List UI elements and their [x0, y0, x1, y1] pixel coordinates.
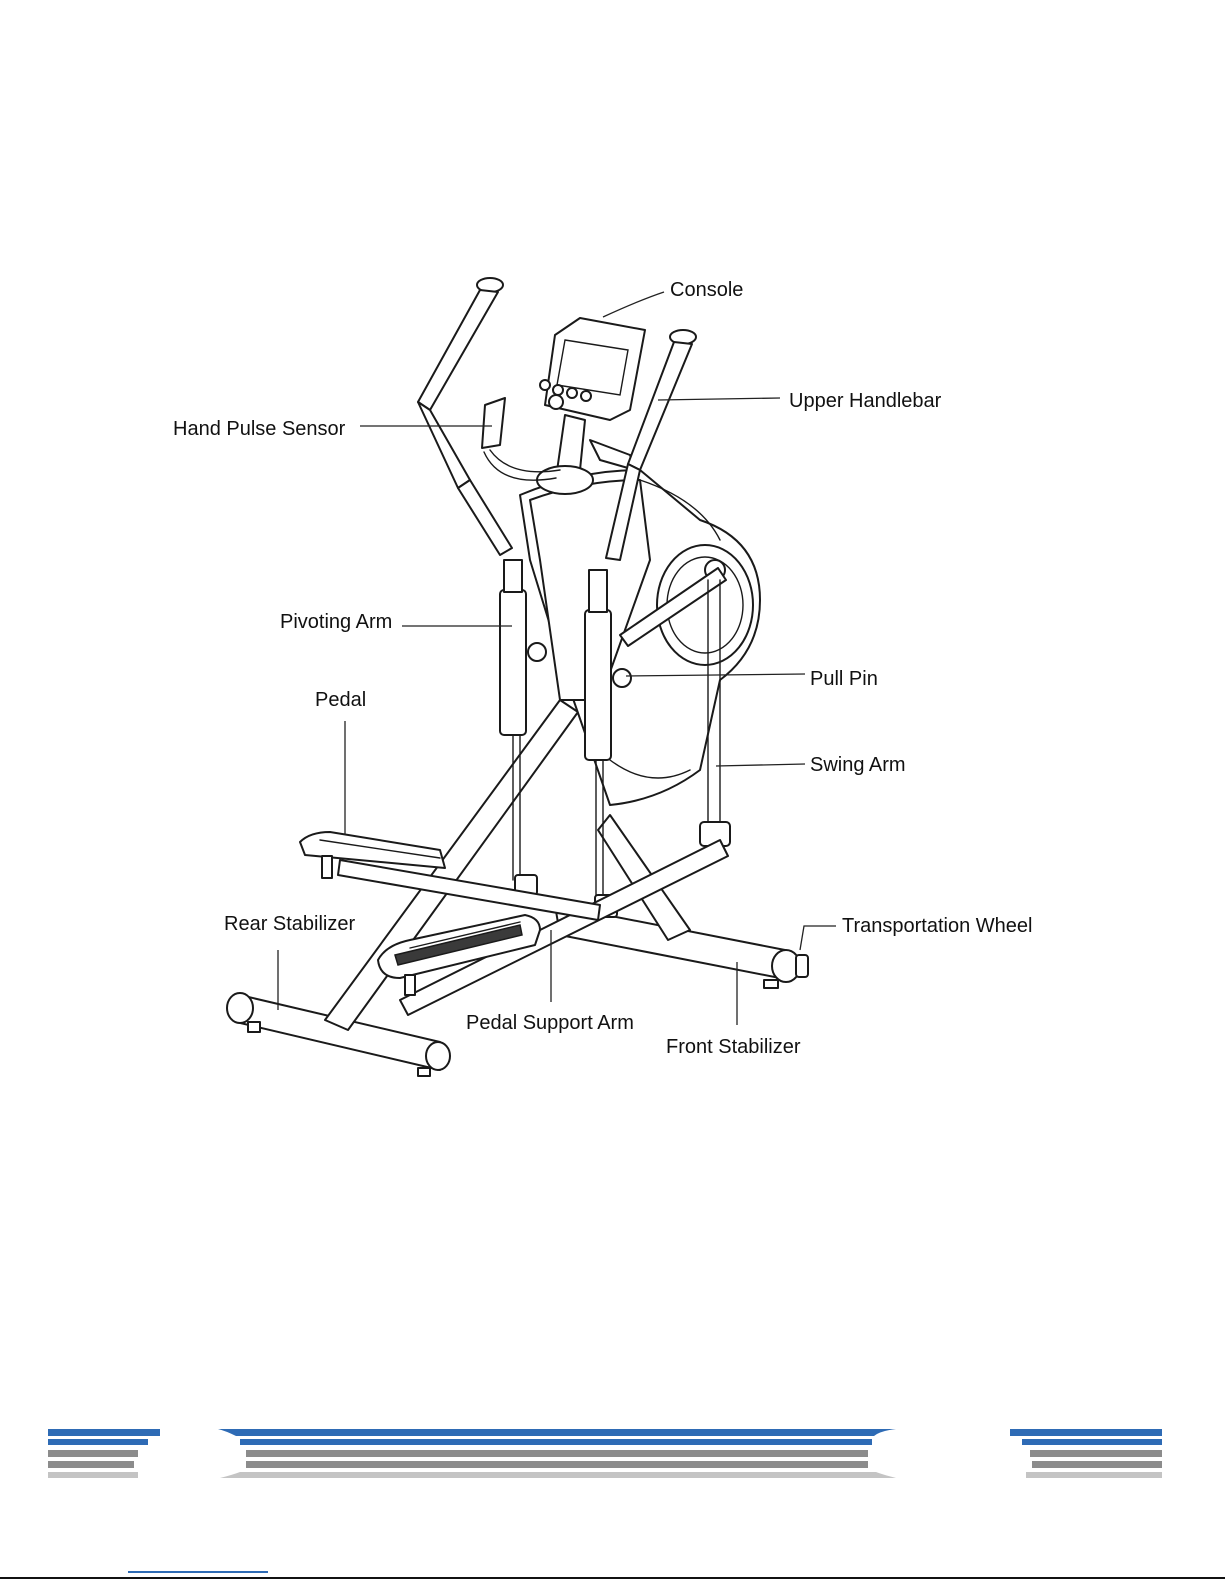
stripe-blue-left: [48, 1429, 160, 1436]
label-pedal-support-arm: Pedal Support Arm: [466, 1012, 634, 1034]
label-rear-stabilizer: Rear Stabilizer: [224, 913, 356, 935]
label-transportation-wheel: Transportation Wheel: [842, 915, 1032, 937]
stripe-gray-right: [1030, 1450, 1162, 1457]
label-console: Console: [670, 279, 743, 301]
stripe-gray-left: [48, 1450, 138, 1457]
upper-handlebar-leader: [658, 398, 780, 400]
stripe-gray-right-2: [1032, 1461, 1162, 1468]
footer-stripes-left: [48, 1429, 160, 1478]
label-pedal: Pedal: [315, 689, 366, 711]
label-front-stabilizer: Front Stabilizer: [666, 1036, 801, 1058]
footer-stripes-center: [218, 1429, 896, 1478]
stripe-light-right: [1026, 1472, 1162, 1478]
label-upper-handlebar: Upper Handlebar: [789, 390, 942, 412]
stripe-light-center: [220, 1472, 896, 1478]
stripe-blue-center-2: [240, 1439, 872, 1445]
bottom-blue-mark: [128, 1571, 268, 1573]
footer-stripes-right: [1010, 1429, 1162, 1478]
label-pull-pin: Pull Pin: [810, 668, 878, 690]
console-leader: [603, 292, 664, 317]
console-part: [540, 318, 645, 420]
label-pivoting-arm: Pivoting Arm: [280, 611, 392, 633]
stripe-blue-right-2: [1022, 1439, 1162, 1445]
stripe-gray-center-2: [246, 1461, 868, 1468]
stripe-gray-center: [246, 1450, 868, 1457]
machine-illustration: [227, 278, 808, 1076]
footer-stripe-band: [0, 1425, 1225, 1485]
stripe-light-left: [48, 1472, 138, 1478]
transportation-wheel-leader: [800, 926, 836, 950]
stripe-blue-right: [1010, 1429, 1162, 1436]
label-swing-arm: Swing Arm: [810, 754, 906, 776]
label-hand-pulse-sensor: Hand Pulse Sensor: [173, 418, 346, 440]
stripe-gray-left-2: [48, 1461, 134, 1468]
bottom-rule: [0, 1577, 1225, 1579]
stripe-blue-center: [218, 1429, 896, 1436]
swing-arm-leader: [716, 764, 805, 766]
stripe-blue-left-2: [48, 1439, 148, 1445]
